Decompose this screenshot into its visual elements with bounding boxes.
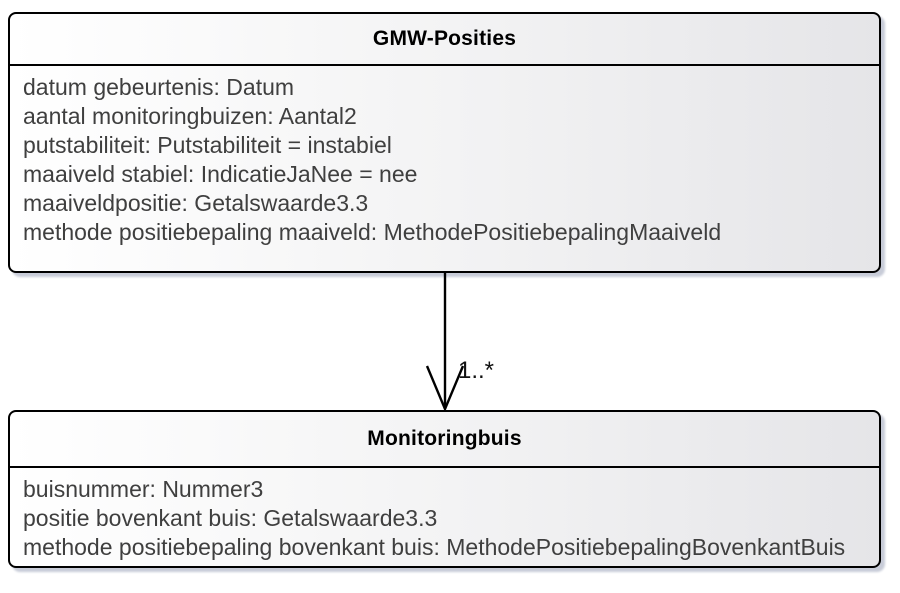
multiplicity-label: 1..* [458,357,495,384]
attribute-row: datum gebeurtenis: Datum [23,74,295,100]
class-attributes-monitoringbuis: buisnummer: Nummer3 positie bovenkant bu… [10,468,879,562]
attribute-row: buisnummer: Nummer3 [23,476,264,502]
class-box-monitoringbuis: Monitoringbuis buisnummer: Nummer3 posit… [8,410,881,568]
attribute-row: methode positiebepaling bovenkant buis: … [23,534,846,560]
class-attributes-gmw-posities: datum gebeurtenis: Datum aantal monitori… [10,66,879,247]
attribute-row: putstabiliteit: Putstabiliteit = instabi… [23,132,392,158]
class-title-gmw-posities: GMW-Posities [372,27,517,50]
attribute-row: aantal monitoringbuizen: Aantal2 [23,103,357,129]
class-box-gmw-posities: GMW-Posities datum gebeurtenis: Datum aa… [8,12,881,273]
class-title-monitoringbuis: Monitoringbuis [367,427,522,450]
attribute-row: methode positiebepaling maaiveld: Method… [23,219,722,245]
attribute-row: positie bovenkant buis: Getalswaarde3.3 [23,505,438,531]
association-arrow [425,272,465,411]
attribute-row: maaiveldpositie: Getalswaarde3.3 [23,190,369,216]
class-header-gmw-posities: GMW-Posities [10,14,879,66]
class-header-monitoringbuis: Monitoringbuis [10,412,879,468]
attribute-row: maaiveld stabiel: IndicatieJaNee = nee [23,161,418,187]
